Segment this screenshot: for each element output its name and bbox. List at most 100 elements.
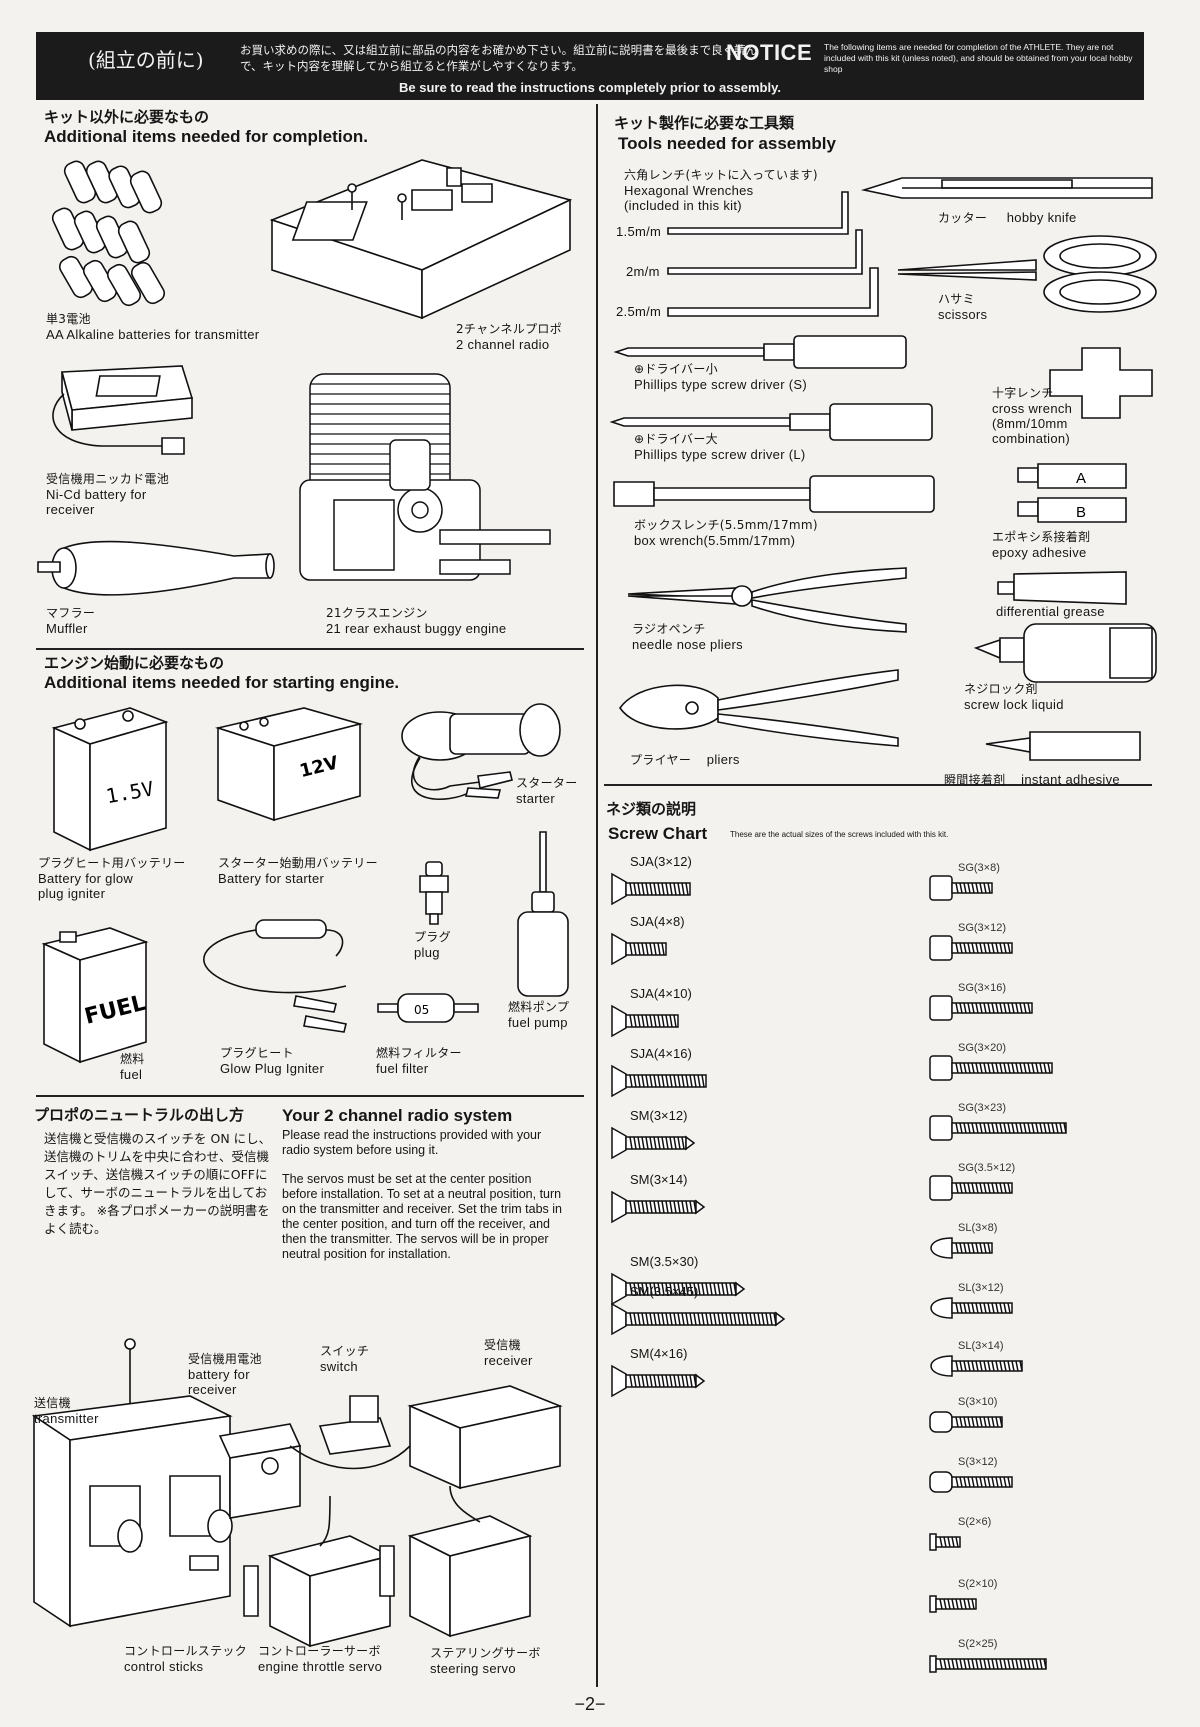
engine-caption: 21クラスエンジン 21 rear exhaust buggy engine <box>326 606 506 636</box>
hex-jp: 六角レンチ(キットに入っています) <box>624 168 818 182</box>
screw-label: SG(3×12) <box>958 922 1006 934</box>
phillips-small-en: Phillips type screw driver (S) <box>634 377 807 392</box>
screw-drawing <box>611 932 667 966</box>
switch-jp: スイッチ <box>320 1344 370 1358</box>
needle-pliers-illustration <box>626 564 910 634</box>
phillips-large-caption: ⊕ドライバー大 Phillips type screw driver (L) <box>634 432 806 462</box>
rxbatt-label: 受信機用電池 battery for receiver <box>188 1352 262 1397</box>
screw-label: SM(3×14) <box>630 1172 688 1187</box>
phillips-large-en: Phillips type screw driver (L) <box>634 447 806 462</box>
screw-label: S(3×10) <box>958 1396 998 1408</box>
cross-wrench-illustration <box>1048 346 1154 420</box>
cross-wrench-en2: (8mm/10mm <box>992 416 1068 431</box>
rxbatt-en1: battery for <box>188 1367 250 1382</box>
cross-wrench-jp: 十字レンチ <box>992 386 1054 400</box>
instant-adhesive-en: instant adhesive <box>1021 772 1120 787</box>
scissors-jp: ハサミ <box>938 292 975 306</box>
scissors-en: scissors <box>938 307 988 322</box>
tools-title-en: Tools needed for assembly <box>618 134 836 153</box>
starting-title-en: Additional items needed for starting eng… <box>44 673 400 692</box>
receiver-en: receiver <box>484 1353 533 1368</box>
muffler-caption: マフラー Muffler <box>46 606 95 636</box>
screw-label: S(2×25) <box>958 1638 998 1650</box>
header-jp-text: お買い求めの際に、又は組立前に部品の内容をお確かめ下さい。組立前に説明書を最後ま… <box>240 43 758 73</box>
throttle-en: engine throttle servo <box>258 1659 383 1674</box>
screw-title-jp: ネジ類の説明 <box>606 800 697 818</box>
screw-drawing <box>930 1237 993 1259</box>
section-divider <box>604 784 1152 786</box>
screw-label: SM(4×16) <box>630 1346 688 1361</box>
screw-drawing <box>929 1411 1003 1433</box>
fuel-pump-caption: 燃料ポンプ fuel pump <box>508 1000 569 1030</box>
muffler-illustration <box>34 534 274 604</box>
engine-illustration <box>290 370 560 600</box>
radio-system-illustration <box>30 1336 590 1656</box>
screw-drawing <box>929 1175 1013 1201</box>
page-number: −2− <box>574 1694 606 1714</box>
screw-drawing <box>929 1055 1053 1081</box>
cross-wrench-caption: 十字レンチ cross wrench (8mm/10mm combination… <box>992 386 1072 446</box>
screw-drawing <box>930 1297 1013 1319</box>
aa-batteries-illustration <box>50 156 200 316</box>
transmitter-label: 送信機 transmitter <box>34 1396 99 1426</box>
section-divider <box>36 648 584 650</box>
screw-drawing <box>929 875 993 901</box>
radio-body-en-1: Please read the instructions provided wi… <box>282 1128 542 1157</box>
screw-drawing <box>611 1004 679 1038</box>
screw-lock-illustration <box>974 620 1160 686</box>
screw-drawing <box>929 1115 1067 1141</box>
steering-servo-label: ステアリングサーボ steering servo <box>430 1646 541 1676</box>
throttle-jp: コントローラーサーボ <box>258 1644 381 1658</box>
screw-label: SG(3×20) <box>958 1042 1006 1054</box>
instant-adhesive-jp: 瞬間接着剤 <box>944 773 1006 787</box>
screw-label: SM(3.5×45) <box>630 1284 699 1299</box>
radio-en: 2 channel radio <box>456 337 550 352</box>
needle-pliers-en: needle nose pliers <box>632 637 743 652</box>
fuel-filter-illustration: 05 <box>374 988 484 1028</box>
screw-drawing <box>929 1595 977 1613</box>
fuel-en: fuel <box>120 1067 143 1082</box>
screw-drawing <box>929 935 1013 961</box>
screw-label: SJA(4×8) <box>630 914 685 929</box>
nicd-caption: 受信機用ニッカド電池 Ni-Cd battery for receiver <box>46 472 169 517</box>
hex-size-2: 2m/m <box>626 264 660 279</box>
glow-battery-illustration: 1.5V <box>50 704 170 854</box>
receiver-jp: 受信機 <box>484 1338 521 1352</box>
hex-wrenches-illustration <box>666 192 886 322</box>
box-wrench-caption: ボックスレンチ(5.5mm/17mm) box wrench(5.5mm/17m… <box>634 518 818 548</box>
scissors-illustration <box>896 234 1160 314</box>
switch-en: switch <box>320 1359 358 1374</box>
screw-lock-caption: ネジロック剤 screw lock liquid <box>964 682 1064 712</box>
screw-lock-jp: ネジロック剤 <box>964 682 1038 696</box>
aa-batteries-en: AA Alkaline batteries for transmitter <box>46 327 260 342</box>
phillips-large-jp: ⊕ドライバー大 <box>634 432 718 446</box>
starter-en: starter <box>516 791 555 806</box>
plug-caption: プラグ plug <box>414 930 451 960</box>
screw-label: SL(3×12) <box>958 1282 1004 1294</box>
aa-batteries-jp: 単3電池 <box>46 312 91 326</box>
epoxy-a-label: A <box>1076 470 1086 487</box>
screw-label: SG(3×23) <box>958 1102 1006 1114</box>
box-wrench-jp: ボックスレンチ(5.5mm/17mm) <box>634 518 818 532</box>
screw-drawing <box>929 1655 1047 1673</box>
fuel-pump-illustration <box>508 830 578 1000</box>
hobby-knife-illustration <box>862 170 1162 210</box>
cross-wrench-en1: cross wrench <box>992 401 1073 416</box>
completion-title-jp: キット以外に必要なもの <box>44 108 210 126</box>
screw-chart-title: Screw Chart <box>608 824 708 843</box>
sticks-label: コントロールステック control sticks <box>124 1644 247 1674</box>
radio-title-jp: プロポのニュートラルの出し方 <box>34 1106 245 1124</box>
notice-text: The following items are needed for compl… <box>824 42 1133 74</box>
screw-label: S(2×6) <box>958 1516 992 1528</box>
radio-caption: 2チャンネルプロポ 2 channel radio <box>456 322 562 352</box>
fuel-filter-en: fuel filter <box>376 1061 429 1076</box>
sticks-en: control sticks <box>124 1659 204 1674</box>
screw-drawing <box>611 1190 706 1224</box>
starter-battery-en: Battery for starter <box>218 871 325 886</box>
screw-label: S(3×12) <box>958 1456 998 1468</box>
rxbatt-jp: 受信機用電池 <box>188 1352 262 1366</box>
radio-title-en: Your 2 channel radio system <box>282 1106 513 1125</box>
glow-igniter-illustration <box>196 916 376 1046</box>
radio-body-jp: 送信機と受信機のスイッチを ON にし、送信機のトリムを中央に合わせ、受信機スイ… <box>44 1131 272 1236</box>
rxbatt-en2: receiver <box>188 1382 237 1397</box>
